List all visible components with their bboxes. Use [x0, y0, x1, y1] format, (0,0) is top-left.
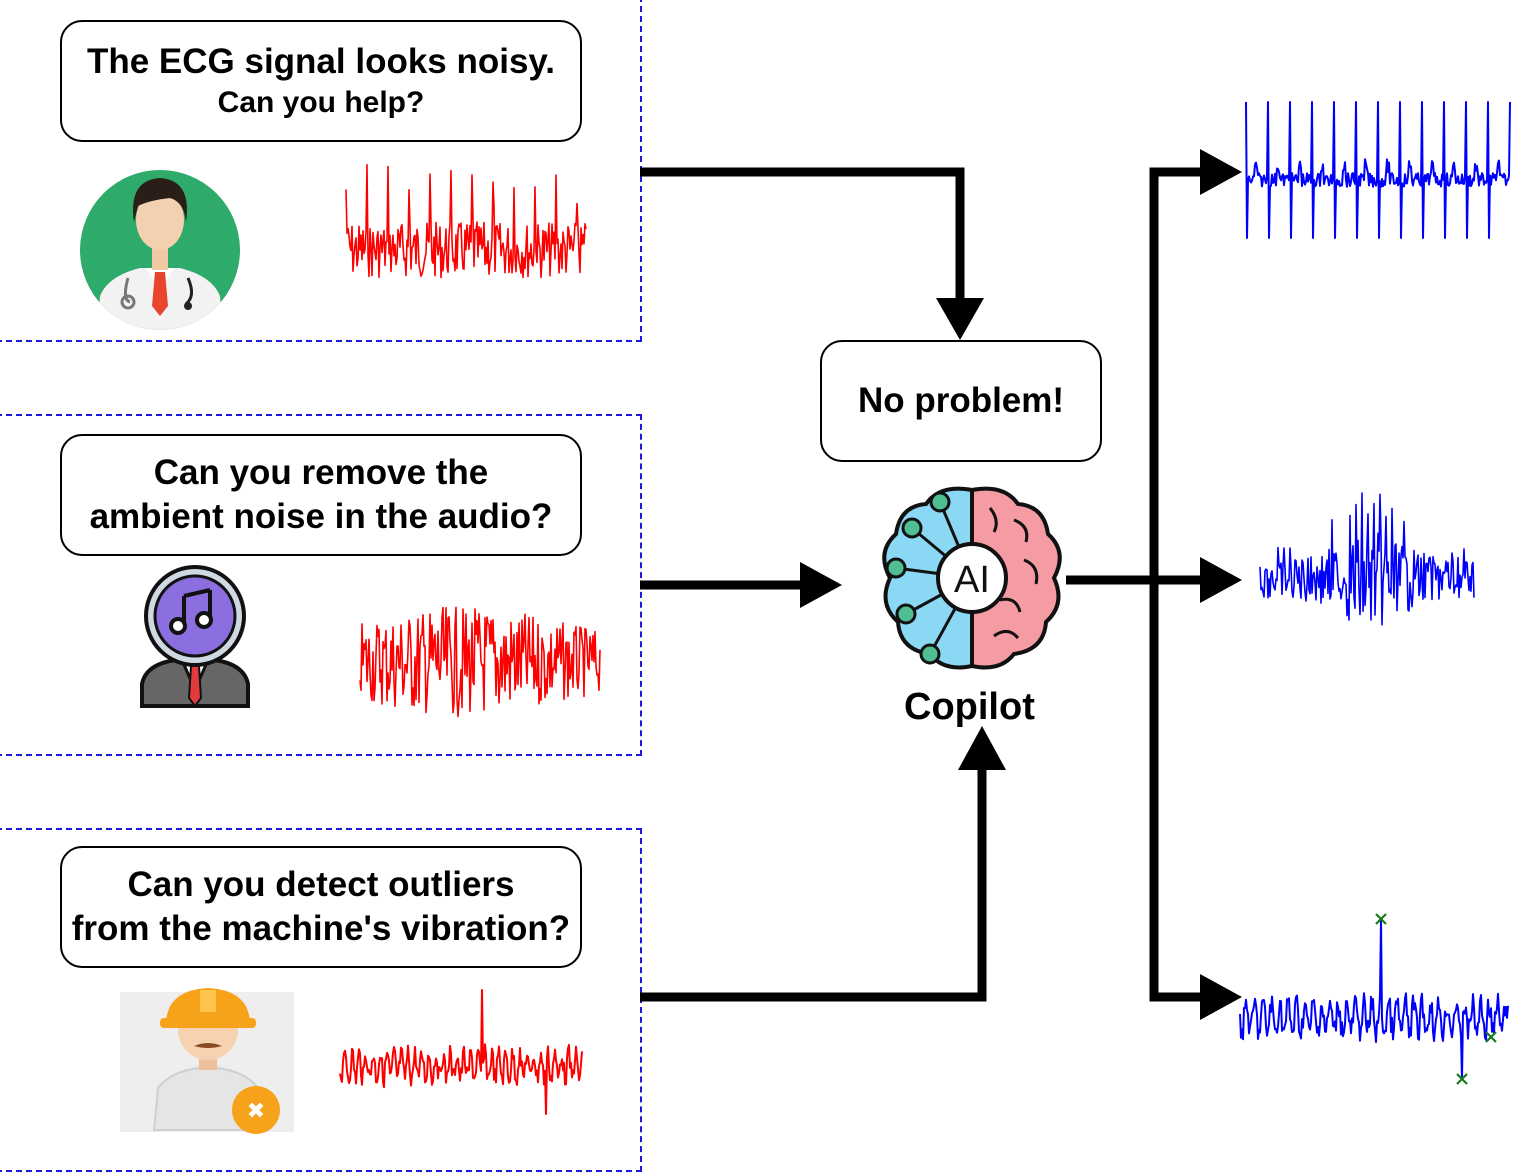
arrow-vibration-head [958, 726, 1006, 770]
arrow-audio-head [800, 562, 842, 608]
prompt-bubble-audio: Can you remove the ambient noise in the … [60, 434, 582, 556]
doctor-icon [80, 170, 240, 330]
prompt-vibration-line2: from the machine's vibration? [71, 909, 571, 948]
copilot-badge: AI [954, 559, 990, 601]
response-text: No problem! [857, 381, 1065, 421]
vibration-waveform [339, 989, 583, 1115]
arrow-out-audio-head [1200, 557, 1242, 603]
music-professional-icon [140, 565, 250, 708]
arrows [640, 149, 1242, 1020]
arrow-branch [1149, 167, 1210, 1002]
prompt-audio-line1: Can you remove the [153, 453, 489, 493]
prompt-bubble-vibration: Can you detect outliers from the machine… [60, 846, 582, 968]
engineer-icon: ✖ [120, 988, 294, 1134]
arrow-out-ecg-head [1200, 149, 1242, 195]
prompt-bubble-ecg: The ECG signal looks noisy. Can you help… [60, 20, 582, 142]
copilot-label: Copilot [904, 686, 1035, 728]
outlier-marker-right [1485, 1031, 1497, 1043]
prompt-ecg-line2: Can you help? [217, 86, 425, 120]
arrow-ecg-head [936, 298, 984, 340]
copilot-ai-brain-icon: AI [882, 486, 1062, 670]
outlier-vibration-waveform [1239, 919, 1509, 1080]
prompt-vibration-line1: Can you detect outliers [127, 865, 515, 905]
svg-text:✖: ✖ [247, 1099, 265, 1124]
outlier-markers [1375, 913, 1497, 1085]
arrow-ecg-to-copilot [640, 167, 965, 310]
denoised-audio-waveform [1259, 492, 1475, 626]
outlier-marker-top [1375, 913, 1387, 925]
outlier-marker-bottom [1456, 1073, 1468, 1085]
prompt-audio-line2: ambient noise in the audio? [89, 497, 553, 536]
prompt-ecg-line1: The ECG signal looks noisy. [86, 42, 556, 82]
response-bubble: No problem! [820, 340, 1102, 462]
arrow-out-vibration-head [1200, 974, 1242, 1020]
arrow-vibration-to-copilot [640, 760, 987, 1002]
denoised-ecg-waveform [1245, 101, 1511, 239]
noisy-audio-waveform [359, 606, 601, 718]
noisy-ecg-waveform [345, 164, 587, 279]
